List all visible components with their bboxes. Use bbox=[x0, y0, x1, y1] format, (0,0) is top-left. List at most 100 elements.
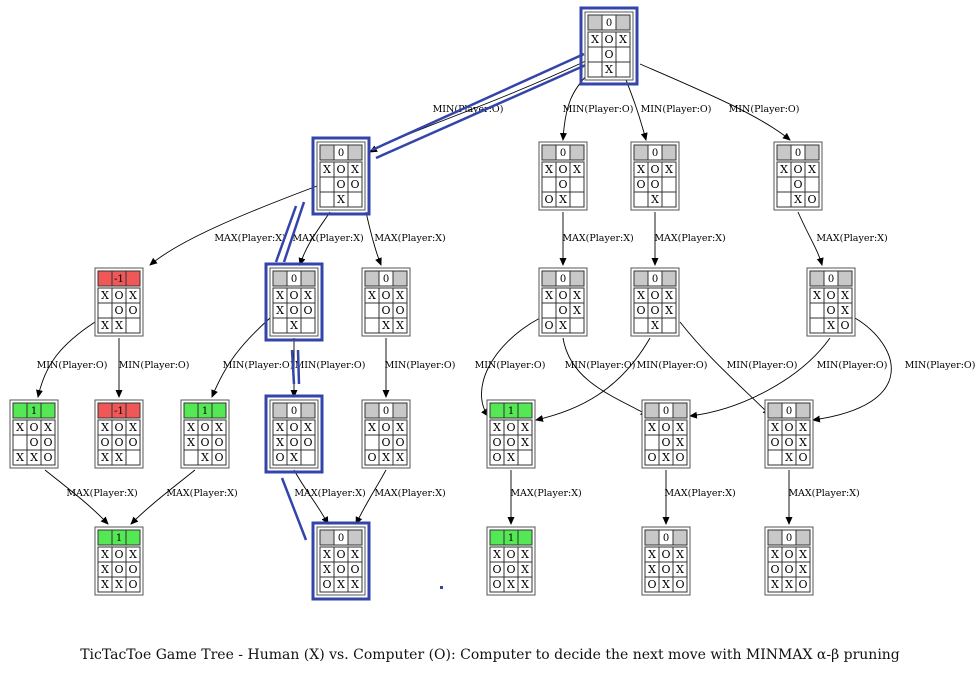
x-mark: X bbox=[304, 421, 312, 434]
x-mark: X bbox=[304, 289, 312, 302]
edge-label: MAX(Player:X) bbox=[166, 488, 237, 499]
board-cell bbox=[364, 302, 380, 319]
node-value: 0 bbox=[338, 148, 344, 159]
x-mark: X bbox=[676, 563, 684, 576]
x-mark: X bbox=[799, 421, 807, 434]
board-cell bbox=[300, 449, 316, 466]
header-cell bbox=[97, 529, 113, 546]
x-mark: X bbox=[799, 548, 807, 561]
o-mark: O bbox=[604, 48, 613, 61]
node-value: 1 bbox=[508, 406, 514, 417]
o-mark: O bbox=[558, 289, 567, 302]
edge-label: MAX(Player:X) bbox=[374, 233, 445, 244]
o-mark: O bbox=[128, 436, 137, 449]
x-mark: X bbox=[129, 421, 137, 434]
x-mark: X bbox=[396, 289, 404, 302]
o-mark: O bbox=[289, 289, 298, 302]
highlight-frame bbox=[311, 136, 371, 216]
board-cell bbox=[347, 191, 363, 208]
tree-edge bbox=[797, 211, 824, 266]
x-mark: X bbox=[493, 548, 501, 561]
x-mark: X bbox=[276, 304, 284, 317]
header-cell bbox=[644, 402, 660, 419]
o-mark: O bbox=[784, 548, 793, 561]
board-cell bbox=[661, 317, 677, 334]
node-value: 0 bbox=[652, 148, 658, 159]
o-mark: O bbox=[661, 421, 670, 434]
x-mark: X bbox=[351, 578, 359, 591]
tree-edge bbox=[562, 337, 649, 416]
x-mark: X bbox=[101, 578, 109, 591]
node-value: 0 bbox=[560, 148, 566, 159]
edge-label: MAX(Player:X) bbox=[66, 488, 137, 499]
o-mark: O bbox=[289, 421, 298, 434]
o-mark: O bbox=[275, 451, 284, 464]
node-value: 0 bbox=[606, 18, 612, 29]
tree-edge bbox=[44, 469, 109, 525]
x-mark: X bbox=[573, 163, 581, 176]
x-mark: X bbox=[605, 63, 613, 76]
x-mark: X bbox=[368, 421, 376, 434]
x-mark: X bbox=[115, 451, 123, 464]
x-mark: X bbox=[785, 578, 793, 591]
header-cell bbox=[569, 270, 585, 287]
board-cell bbox=[517, 576, 533, 593]
o-mark: O bbox=[200, 421, 209, 434]
o-mark: O bbox=[367, 451, 376, 464]
edge-label: MAX(Player:X) bbox=[374, 488, 445, 499]
edge-label: MIN(Player:O) bbox=[641, 104, 712, 115]
x-mark: X bbox=[665, 304, 673, 317]
tree-edge bbox=[481, 317, 541, 417]
x-mark: X bbox=[676, 436, 684, 449]
x-mark: X bbox=[507, 451, 515, 464]
x-mark: X bbox=[573, 289, 581, 302]
o-mark: O bbox=[798, 451, 807, 464]
x-mark: X bbox=[662, 451, 670, 464]
board-cell bbox=[661, 176, 677, 193]
edge-label: MAX(Player:X) bbox=[664, 488, 735, 499]
edge-label: MIN(Player:O) bbox=[563, 104, 634, 115]
x-mark: X bbox=[676, 548, 684, 561]
o-mark: O bbox=[558, 163, 567, 176]
x-mark: X bbox=[215, 421, 223, 434]
x-mark: X bbox=[16, 421, 24, 434]
board-cell bbox=[347, 576, 363, 593]
o-mark: O bbox=[650, 178, 659, 191]
x-mark: X bbox=[276, 421, 284, 434]
o-mark: O bbox=[492, 451, 501, 464]
node-value: 0 bbox=[786, 533, 792, 544]
board-cell bbox=[644, 434, 660, 451]
o-mark: O bbox=[350, 563, 359, 576]
o-mark: O bbox=[506, 548, 515, 561]
o-mark: O bbox=[381, 289, 390, 302]
header-cell bbox=[97, 402, 113, 419]
x-mark: X bbox=[591, 33, 599, 46]
header-cell bbox=[672, 402, 688, 419]
o-mark: O bbox=[350, 178, 359, 191]
x-mark: X bbox=[323, 548, 331, 561]
edge-label: MIN(Player:O) bbox=[385, 360, 456, 371]
o-mark: O bbox=[114, 436, 123, 449]
highlight-frame bbox=[311, 521, 371, 601]
x-mark: X bbox=[785, 451, 793, 464]
o-mark: O bbox=[336, 163, 345, 176]
board-cell bbox=[392, 449, 408, 466]
chosen-path-segment bbox=[274, 205, 298, 263]
o-mark: O bbox=[650, 304, 659, 317]
header-cell bbox=[837, 270, 853, 287]
node-value: 0 bbox=[828, 274, 834, 285]
board-cell bbox=[569, 191, 585, 208]
x-mark: X bbox=[545, 163, 553, 176]
x-mark: X bbox=[16, 451, 24, 464]
board-cell bbox=[12, 434, 28, 451]
x-mark: X bbox=[101, 548, 109, 561]
node-value: 0 bbox=[383, 406, 389, 417]
x-mark: X bbox=[44, 421, 52, 434]
x-mark: X bbox=[337, 578, 345, 591]
x-mark: X bbox=[665, 289, 673, 302]
